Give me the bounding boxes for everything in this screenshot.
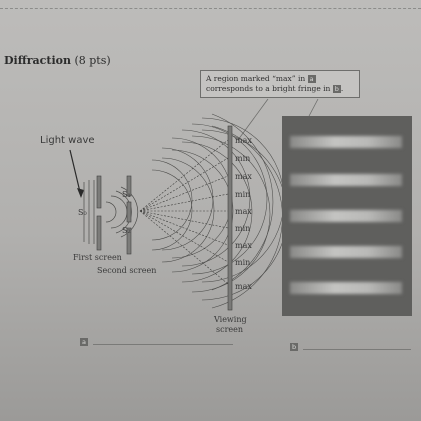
second-screen-label: Second screen bbox=[97, 266, 157, 275]
light-wave-label: Light wave bbox=[40, 135, 95, 146]
label-s0: S₀ bbox=[78, 208, 87, 217]
callout-pointer-b bbox=[307, 98, 319, 119]
label-s2: S₂ bbox=[122, 226, 131, 235]
screen-label: max bbox=[235, 241, 252, 250]
second-screen-middle bbox=[126, 201, 132, 223]
plane-waves bbox=[83, 180, 95, 244]
bright-fringe bbox=[290, 246, 402, 258]
callout-pointer-a bbox=[237, 98, 269, 141]
arrow-head bbox=[77, 188, 84, 198]
part-a-label: a bbox=[80, 338, 88, 346]
bright-fringe bbox=[290, 136, 402, 148]
callout-box: A region marked “max” in a corresponds t… bbox=[200, 70, 360, 98]
bright-fringe bbox=[290, 282, 402, 294]
bright-fringe bbox=[290, 210, 402, 222]
section-points: (8 pts) bbox=[74, 54, 111, 67]
label-s1: S₁ bbox=[122, 190, 131, 199]
screen-label: max bbox=[235, 136, 252, 145]
viewing-screen-label-2: screen bbox=[216, 325, 244, 334]
screen-label: min bbox=[235, 154, 251, 163]
screen-label: max bbox=[235, 282, 252, 291]
callout-line-1: A region marked “max” in bbox=[206, 74, 306, 83]
callout-tag-b: b bbox=[332, 85, 341, 93]
screen-label: min bbox=[235, 190, 251, 199]
second-screen-bottom bbox=[126, 227, 132, 255]
bright-fringe bbox=[290, 174, 402, 186]
fringe-rays bbox=[139, 139, 229, 285]
screen-label: min bbox=[235, 258, 251, 267]
screen-label: max bbox=[235, 172, 252, 181]
first-screen-label: First screen bbox=[73, 253, 122, 262]
second-screen-top bbox=[126, 175, 132, 197]
part-b-rule bbox=[303, 349, 411, 350]
callout-end: . bbox=[340, 84, 344, 93]
callout-tag-a: a bbox=[307, 75, 316, 83]
fringe-pattern-panel bbox=[282, 116, 412, 316]
first-screen-bottom bbox=[96, 215, 102, 251]
part-b-label: b bbox=[290, 343, 299, 351]
light-wave-arrow bbox=[69, 149, 81, 193]
part-a-rule bbox=[93, 344, 233, 345]
top-divider bbox=[0, 8, 421, 9]
viewing-screen-label-1: Viewing bbox=[214, 315, 247, 324]
screen-label: min bbox=[235, 224, 251, 233]
screen-label: max bbox=[235, 207, 252, 216]
viewing-screen bbox=[227, 125, 233, 311]
section-title: Diffraction bbox=[4, 54, 71, 67]
first-screen-top bbox=[96, 175, 102, 209]
callout-line-2: corresponds to a bright fringe in bbox=[206, 84, 331, 93]
section-heading: Diffraction (8 pts) bbox=[4, 54, 111, 67]
